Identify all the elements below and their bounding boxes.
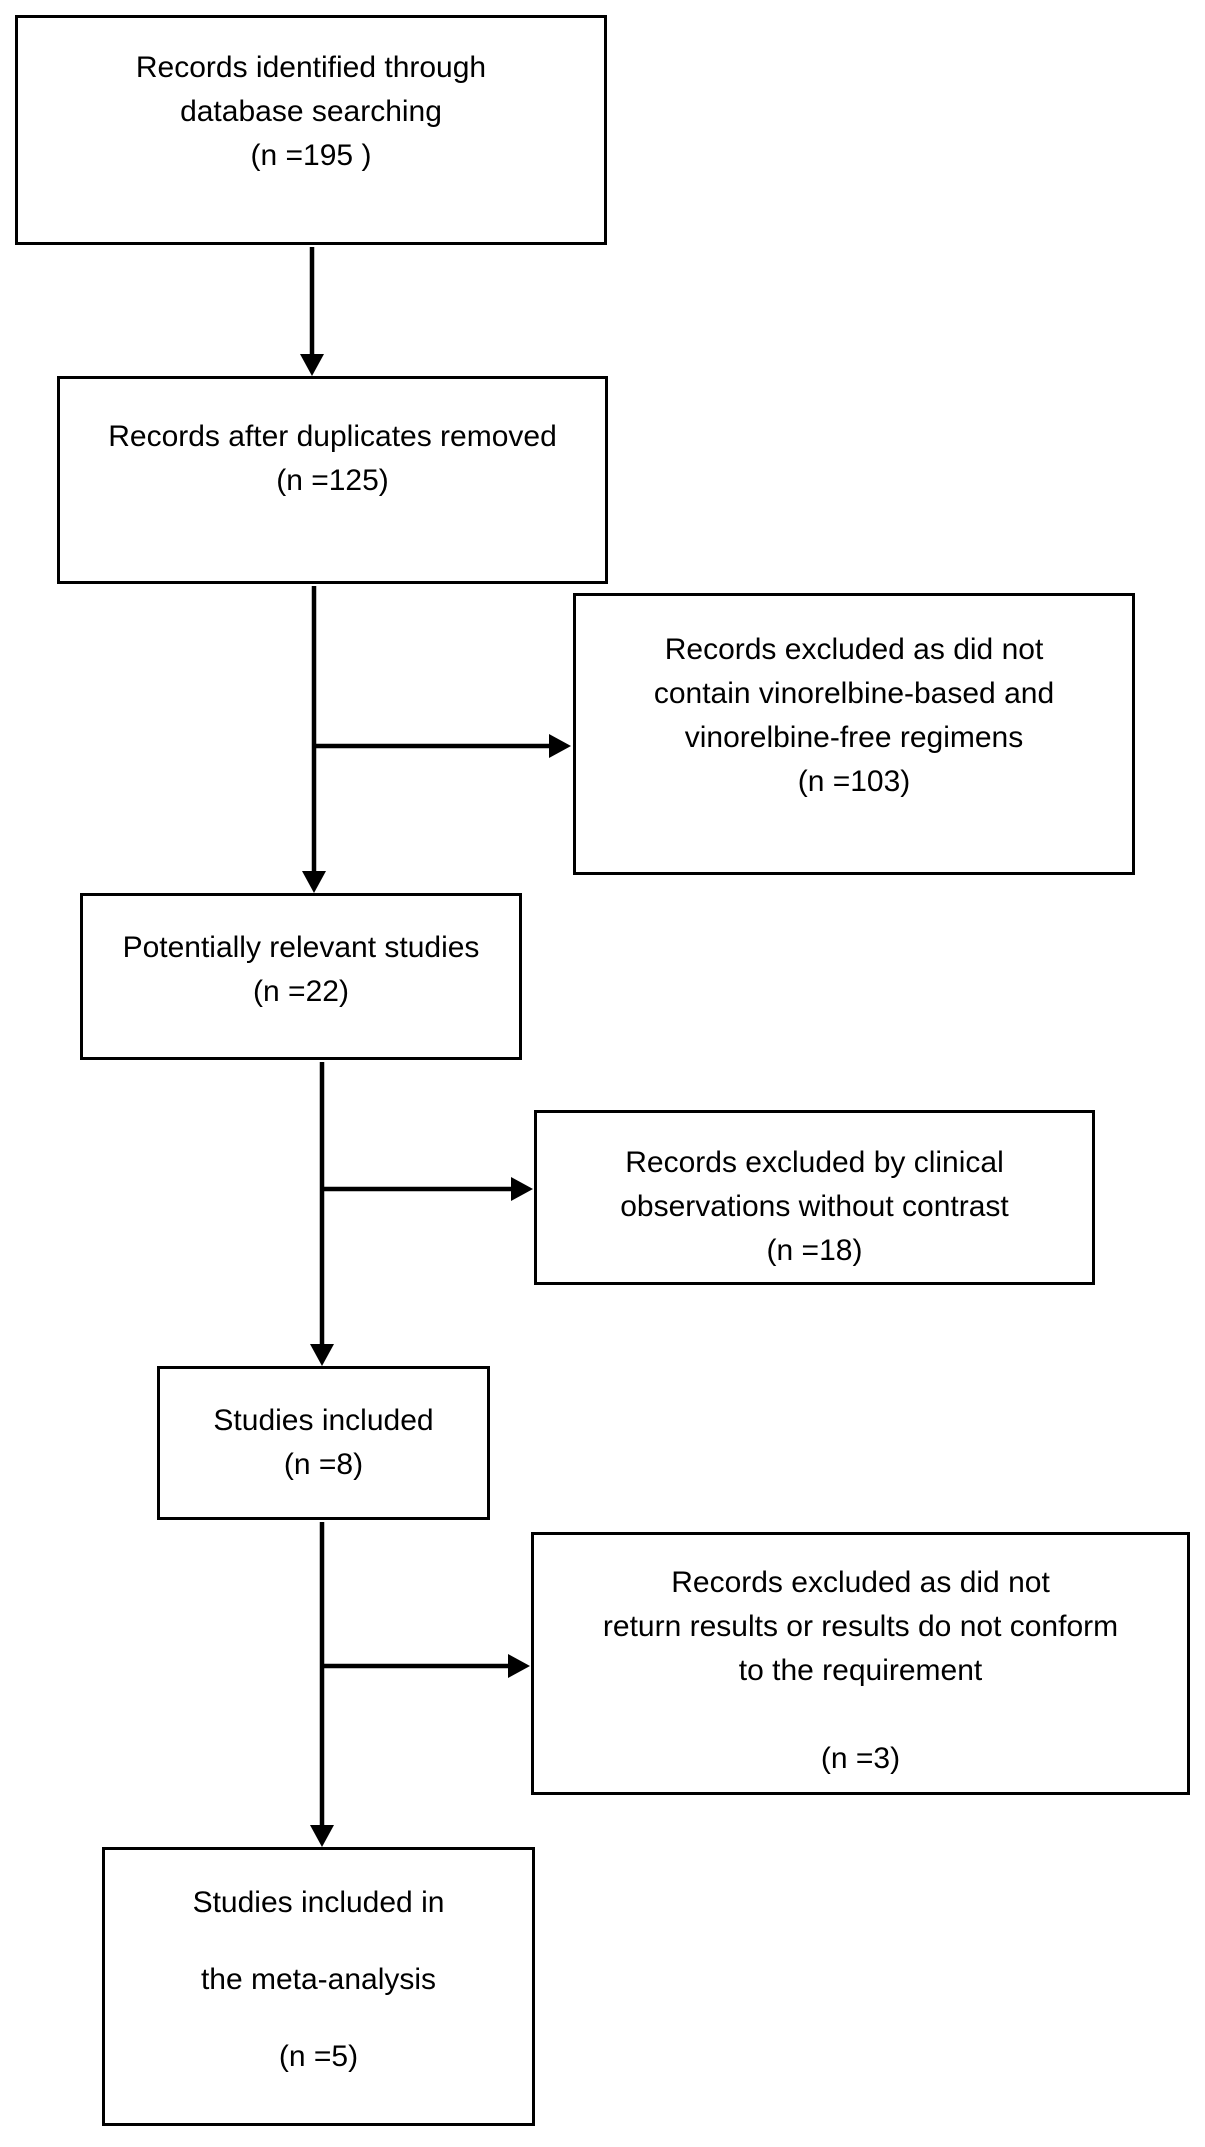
box-records-after-duplicates: Records after duplicates removed (n =125… — [57, 376, 608, 584]
arrow-relevant-to-included — [310, 1062, 334, 1366]
box-records-identified: Records identified through database sear… — [15, 15, 607, 245]
arrow-duplicates-to-excluded-regimens — [314, 734, 571, 758]
box-included-meta-analysis: Studies included in the meta-analysis (n… — [102, 1847, 535, 2126]
arrow-included-to-meta-analysis — [310, 1522, 334, 1847]
arrow-duplicates-to-relevant — [302, 586, 326, 893]
box-potentially-relevant-studies: Potentially relevant studies (n =22) — [80, 893, 522, 1060]
box-studies-included: Studies included (n =8) — [157, 1366, 490, 1520]
box-excluded-no-results: Records excluded as did not return resul… — [531, 1532, 1190, 1795]
arrow-included-to-excluded-results — [322, 1654, 530, 1678]
box-excluded-no-regimens: Records excluded as did not contain vino… — [573, 593, 1135, 875]
box-excluded-clinical-observations: Records excluded by clinical observation… — [534, 1110, 1095, 1285]
arrow-identified-to-duplicates — [300, 247, 324, 376]
arrow-relevant-to-excluded-clinical — [322, 1177, 533, 1201]
